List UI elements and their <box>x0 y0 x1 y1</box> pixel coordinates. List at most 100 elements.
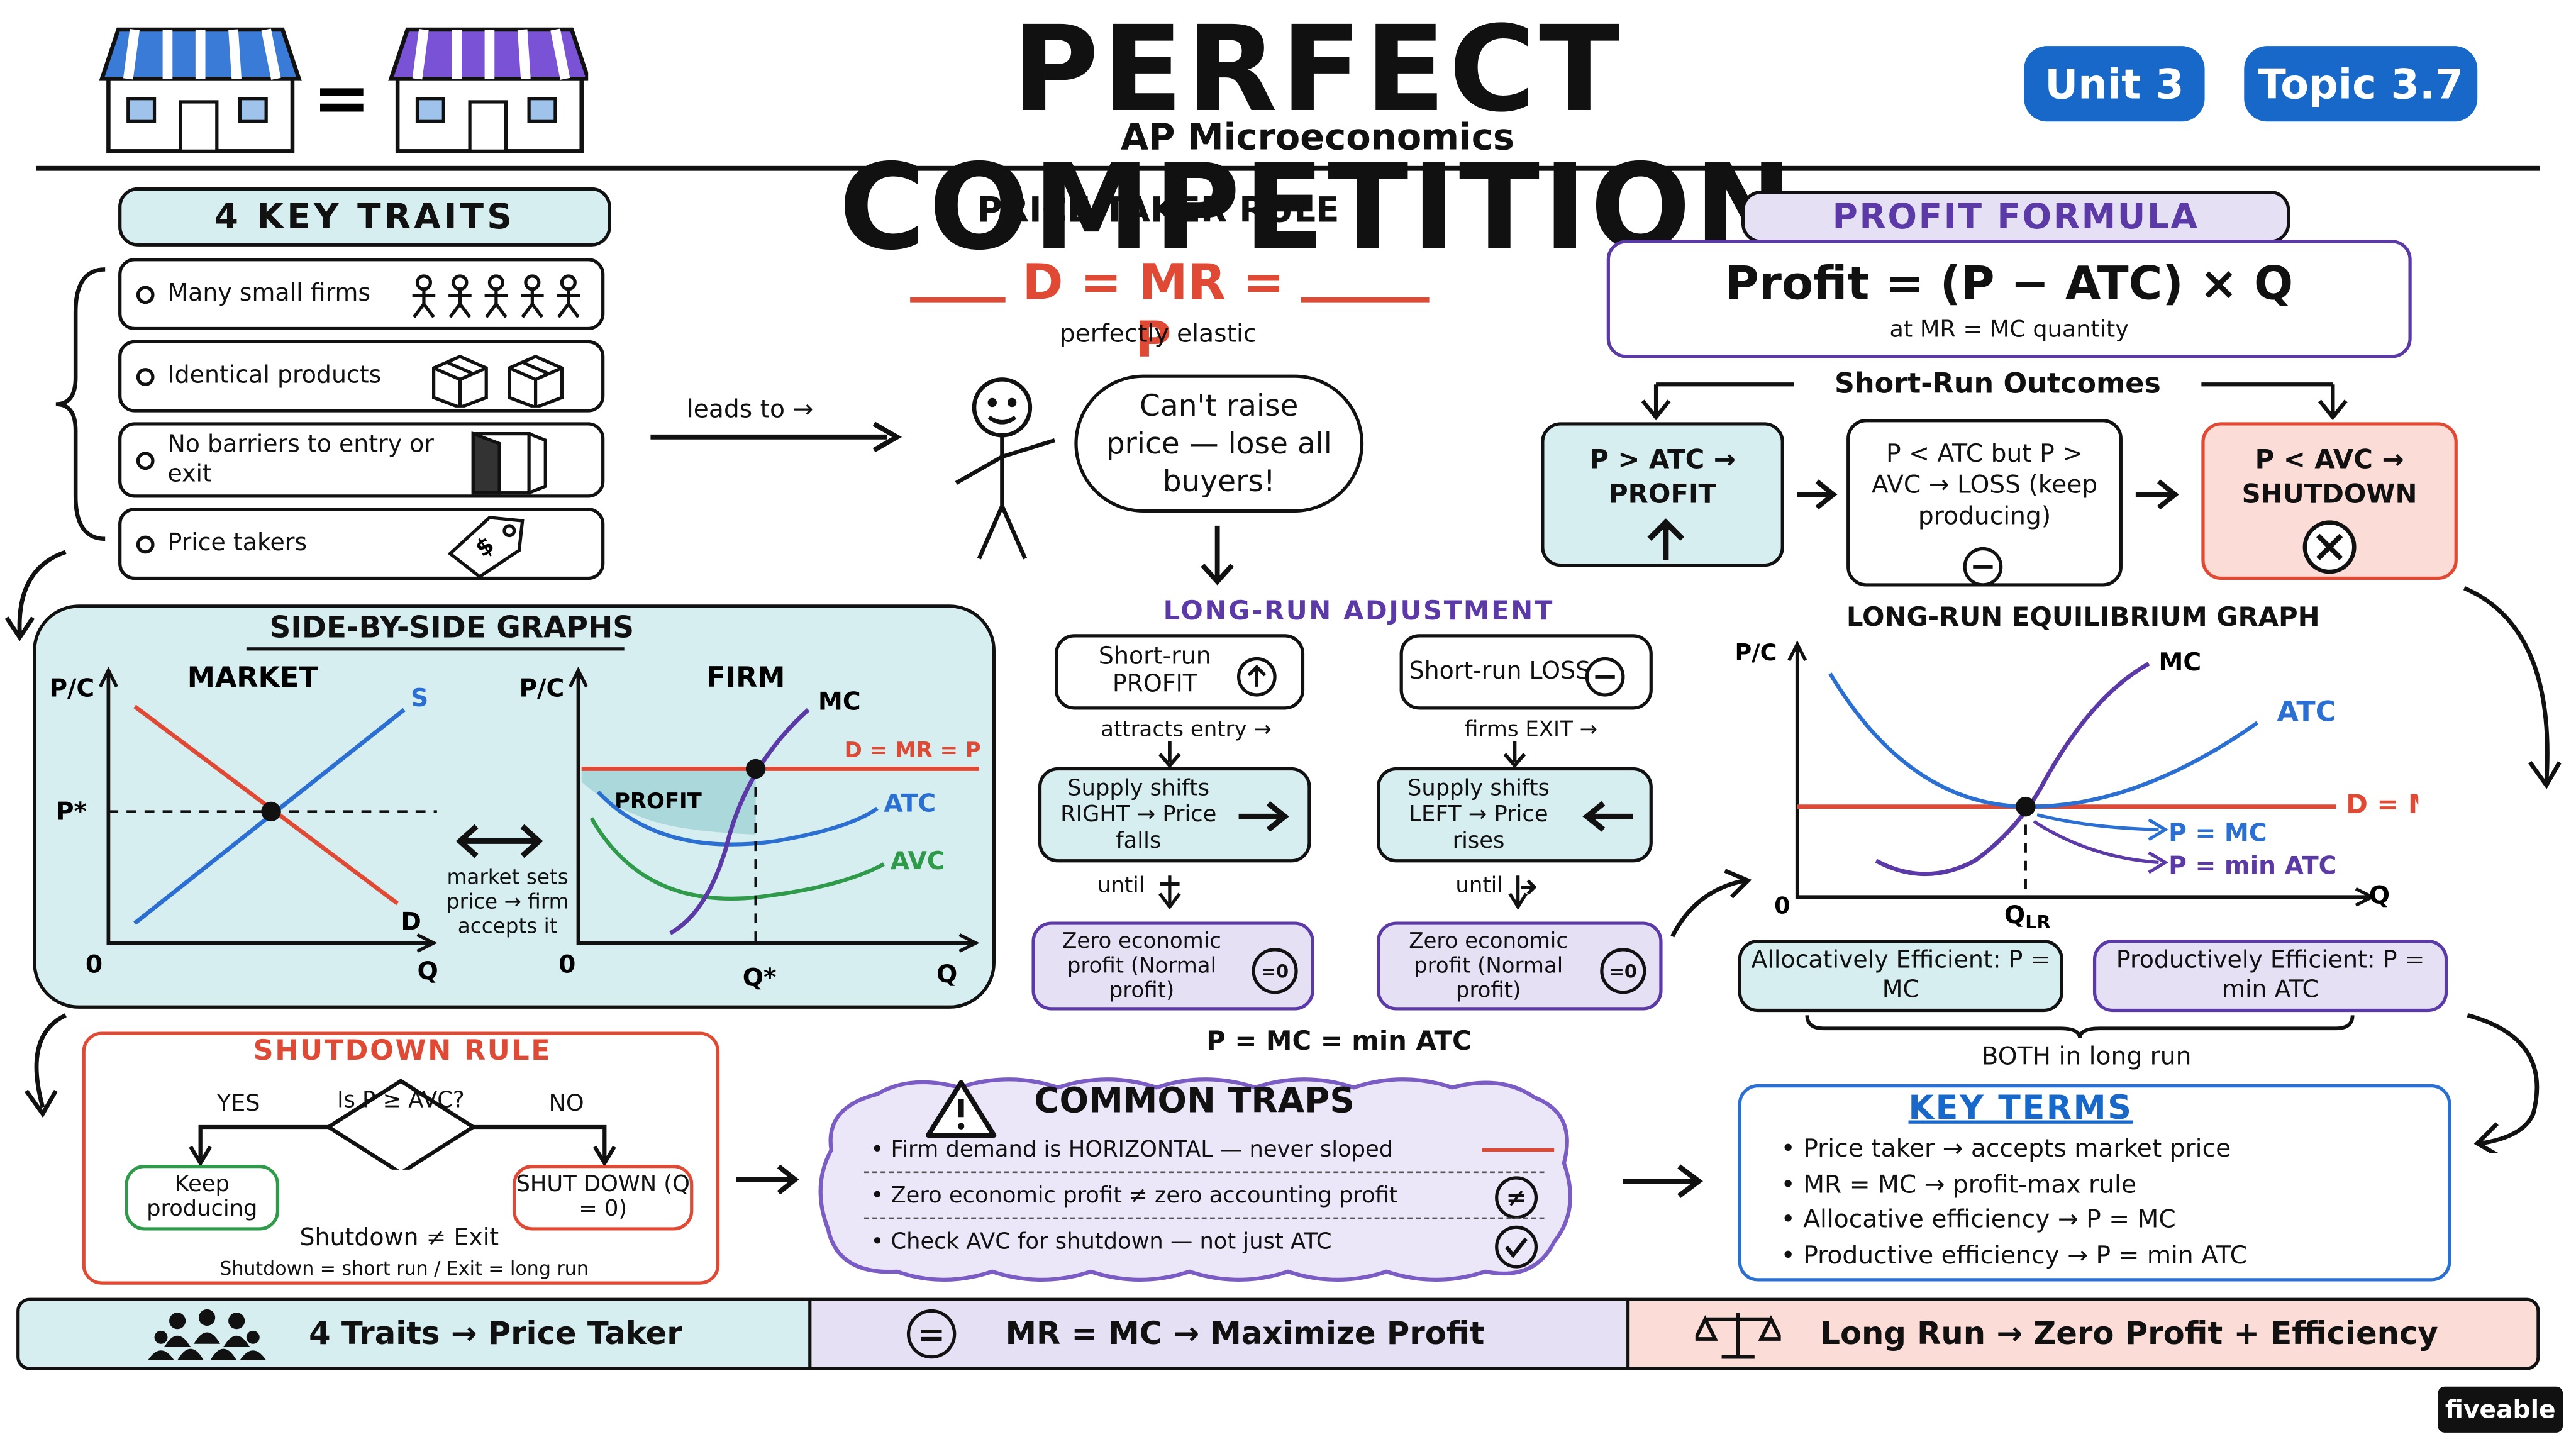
store-icons: = <box>99 27 589 153</box>
footer-section-2: = MR = MC → Maximize Profit <box>811 1301 1630 1367</box>
equals-sign: = <box>313 57 370 138</box>
lr-mc-curve <box>1875 662 2150 877</box>
demand-label: D <box>401 908 421 936</box>
trait-many-firms: Many small firms <box>118 258 605 331</box>
graphs-title-underline <box>246 647 625 651</box>
up-arrow-icon <box>1647 518 1685 560</box>
lr-origin: 0 <box>1774 892 1790 919</box>
both-brace <box>1805 1015 2355 1039</box>
trap-3: • Check AVC for shutdown — not just ATC <box>870 1228 1332 1255</box>
down-arrow <box>1508 875 1537 910</box>
arrow-right <box>1623 1164 1703 1199</box>
lr-profit-box: Short-run PROFIT <box>1055 634 1305 710</box>
zero-badge: =0 <box>1252 948 1298 994</box>
long-run-title: LONG-RUN ADJUSTMENT <box>1163 594 1554 626</box>
lr-zero-profit-right: Zero economic profit (Normal profit) =0 <box>1377 921 1663 1011</box>
lr-p-mc-label: P = MC <box>2168 819 2267 847</box>
not-equal-icon: ≠ <box>1495 1176 1538 1219</box>
footer-section-3: Long Run → Zero Profit + Efficiency <box>1629 1301 2537 1367</box>
footer-section-1: 4 Traits → Price Taker <box>19 1301 812 1367</box>
footer-text-1: 4 Traits → Price Taker <box>309 1316 682 1352</box>
productive-efficient-box: Productively Efficient: P = min ATC <box>2092 940 2448 1013</box>
down-arrow <box>1503 741 1526 769</box>
key-term-item: • Price taker → accepts market price <box>1780 1133 2231 1163</box>
double-arrow <box>455 824 543 858</box>
group-icon <box>148 1309 267 1360</box>
down-arrow <box>1158 741 1181 769</box>
unit-badge: Unit 3 <box>2024 46 2205 122</box>
firm-x-label: Q <box>936 960 957 989</box>
key-term-item: • MR = MC → profit-max rule <box>1780 1169 2136 1199</box>
minus-circle-icon <box>1585 657 1625 697</box>
header-divider <box>36 165 2540 171</box>
firm-avc-curve <box>589 817 885 901</box>
speech-bubble: Can't raise price — lose all buyers! <box>1074 374 1364 513</box>
topic-badge: Topic 3.7 <box>2244 46 2478 122</box>
curve-arrow-to-lr <box>1670 869 1752 938</box>
warning-icon <box>925 1080 997 1138</box>
profit-formula: Profit = (P − ATC) × Q <box>1725 255 2294 310</box>
formula-underline-right <box>1301 297 1430 303</box>
common-traps-cloud <box>818 1077 1572 1282</box>
outcome-shutdown: P < AVC → SHUTDOWN <box>2201 422 2458 580</box>
footer-text-2: MR = MC → Maximize Profit <box>1005 1316 1485 1352</box>
shutdown-flow <box>189 1079 616 1170</box>
curve-arrow-traits-graphs <box>4 550 67 641</box>
lr-y-label: P/C <box>1735 639 1777 666</box>
curve-arrow-to-key-terms <box>2467 1013 2540 1153</box>
shutdown-note1: Shutdown ≠ Exit <box>299 1225 499 1252</box>
firm-atc-curve <box>596 790 879 847</box>
lr-supply-right-box: Supply shifts RIGHT → Price falls <box>1038 767 1311 863</box>
outcomes-connector <box>1641 382 2348 421</box>
down-arrow <box>1158 875 1181 910</box>
firm-avc-label: AVC <box>891 847 945 875</box>
lr-loss-box: Short-run LOSS <box>1399 634 1653 710</box>
traps-divider <box>864 1171 1545 1174</box>
price-tag-icon: $ <box>447 516 525 579</box>
market-sets-price-note: market sets price → firm accepts it <box>446 864 569 938</box>
x-circle-icon <box>2302 520 2357 574</box>
stick-figure-icon <box>955 377 1056 560</box>
footer-text-3: Long Run → Zero Profit + Efficiency <box>1820 1316 2438 1352</box>
perfectly-elastic-note: perfectly elastic <box>1059 318 1257 348</box>
market-pstar: P* <box>56 797 87 826</box>
traits-brace <box>55 267 106 541</box>
store-icon-right <box>388 27 589 153</box>
formula-underline-left <box>910 297 1006 303</box>
lr-mc-label: MC <box>2158 648 2201 677</box>
firm-label: FIRM <box>706 662 785 694</box>
leads-to-arrow <box>650 421 902 453</box>
traits-title: 4 KEY TRAITS <box>118 187 611 247</box>
trap-2: • Zero economic profit ≠ zero accounting… <box>870 1182 1398 1209</box>
traps-divider <box>864 1217 1545 1219</box>
allocative-efficient-box: Allocatively Efficient: P = MC <box>1738 940 2063 1013</box>
market-x-label: Q <box>417 957 438 985</box>
shutdown-question: Is P ≥ AVC? <box>337 1087 465 1114</box>
lr-result: P = MC = min ATC <box>1206 1025 1472 1057</box>
arrow-right <box>736 1164 799 1195</box>
arrow-right-icon <box>1238 801 1289 832</box>
market-label: MARKET <box>187 662 318 694</box>
check-circle-icon <box>1495 1225 1538 1269</box>
people-icon <box>412 274 580 318</box>
yes-label: YES <box>216 1091 260 1118</box>
market-y-label: P/C <box>49 675 94 703</box>
zero-badge: =0 <box>1600 948 1646 994</box>
firm-qstar: Q* <box>743 963 777 992</box>
key-term-item: • Productive efficiency → P = min ATC <box>1780 1239 2247 1269</box>
lr-atc-label: ATC <box>2277 696 2336 728</box>
trap-1: • Firm demand is HORIZONTAL — never slop… <box>870 1136 1394 1163</box>
keep-producing-box: Keep producing <box>125 1165 280 1231</box>
graphs-title: SIDE-BY-SIDE GRAPHS <box>269 611 635 646</box>
trait-identical-products: Identical products <box>118 340 605 413</box>
attracts-entry-label: attracts entry → <box>1101 718 1272 743</box>
lr-equilibrium-graph: P/C 0 Q P = MC P = min ATC MC ATC D = MR… <box>1735 639 2418 933</box>
key-term-item: • Allocative efficiency → P = MC <box>1780 1204 2176 1234</box>
traps-title: COMMON TRAPS <box>1034 1080 1355 1121</box>
scale-icon <box>1695 1313 1781 1359</box>
firm-dmrp-label: D = MR = P <box>845 738 981 763</box>
down-arrow <box>1201 525 1235 586</box>
outcome-loss: P < ATC but P > AVC → LOSS (keep produci… <box>1846 419 2123 587</box>
left-until-label: until <box>1097 874 1145 899</box>
trait-price-takers: Price takers $ <box>118 508 605 580</box>
